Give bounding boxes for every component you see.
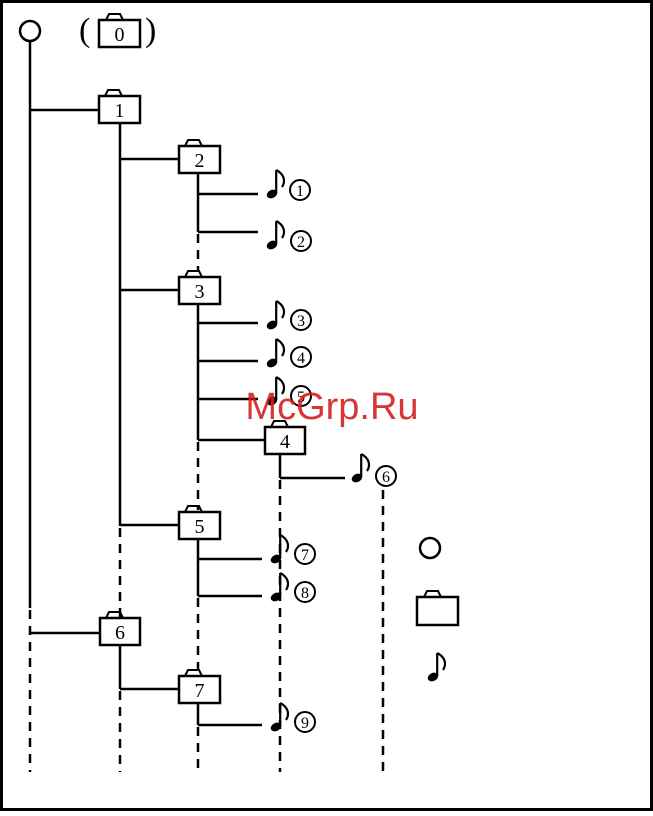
watermark-text: McGrp.Ru	[245, 386, 418, 428]
track-6-number: 6	[382, 469, 390, 486]
track-3[interactable]: 3	[265, 301, 311, 331]
track-8-number: 8	[301, 585, 309, 602]
track-7-number: 7	[301, 547, 309, 564]
folder-3[interactable]: 3	[179, 271, 220, 304]
legend-folder-icon	[417, 591, 458, 625]
track-2[interactable]: 2	[265, 221, 311, 251]
track-9-number: 9	[301, 715, 309, 732]
music-note-icon	[350, 454, 369, 484]
folder-6-label: 6	[115, 622, 125, 644]
music-note-icon	[265, 301, 284, 331]
track-7[interactable]: 7	[269, 535, 315, 565]
folder-5-label: 5	[195, 516, 205, 538]
folder-2-label: 2	[195, 150, 205, 172]
music-note-icon	[269, 535, 288, 565]
track-1[interactable]: 1	[265, 170, 310, 200]
music-note-icon	[269, 703, 288, 733]
root-circle-icon	[20, 21, 40, 41]
track-3-number: 3	[297, 313, 305, 330]
music-note-icon	[265, 221, 284, 251]
root-folder-icon: 0	[99, 14, 140, 47]
legend-root-circle-icon	[420, 538, 440, 558]
root-open-paren: (	[79, 12, 90, 49]
track-2-number: 2	[297, 234, 305, 251]
legend-music-note-icon	[426, 653, 445, 683]
root-close-paren: )	[145, 12, 156, 49]
music-note-icon	[265, 339, 284, 369]
track-1-number: 1	[296, 183, 304, 200]
track-9[interactable]: 9	[269, 703, 315, 733]
folder-3-label: 3	[195, 281, 205, 303]
folder-5[interactable]: 5	[179, 506, 220, 539]
root-folder-label: 0	[115, 24, 125, 46]
folder-4-label: 4	[280, 431, 290, 453]
folder-2[interactable]: 2	[179, 140, 220, 173]
track-4[interactable]: 4	[265, 339, 311, 369]
folder-6[interactable]: 6	[100, 612, 140, 645]
folder-1-label: 1	[115, 100, 125, 122]
music-note-icon	[265, 170, 284, 200]
folder-1[interactable]: 1	[99, 90, 140, 123]
folder-7-label: 7	[195, 680, 205, 702]
music-note-icon	[269, 573, 288, 603]
track-8[interactable]: 8	[269, 573, 315, 603]
track-6[interactable]: 6	[350, 454, 396, 486]
legend	[417, 538, 458, 683]
track-4-number: 4	[297, 350, 305, 367]
folder-7[interactable]: 7	[179, 670, 220, 703]
